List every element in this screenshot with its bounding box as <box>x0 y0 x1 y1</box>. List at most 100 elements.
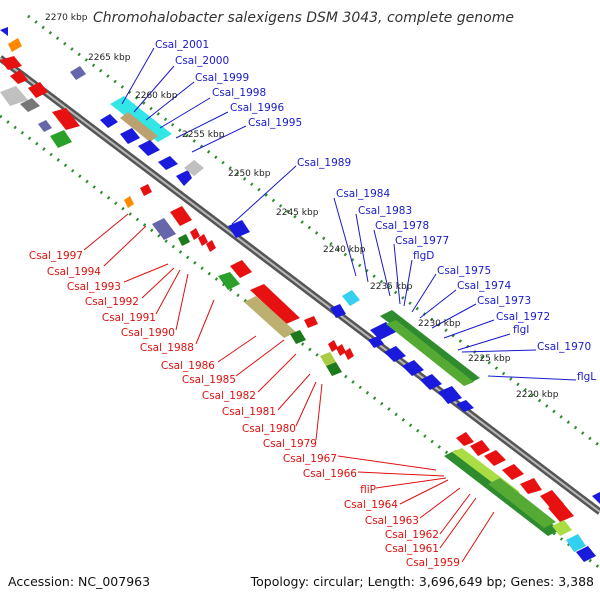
gene-label: Csal_1959 <box>406 557 460 569</box>
tick-label: 2255 kbp <box>182 130 225 140</box>
gene-arrow <box>0 56 22 70</box>
gene-label: Csal_1999 <box>195 72 249 84</box>
gene-label: Csal_1977 <box>395 235 449 247</box>
gene-arrow <box>484 450 506 466</box>
gene-labels-forward: Csal_2001 Csal_2000 Csal_1999 Csal_1998 … <box>155 39 596 383</box>
gene-label: Csal_1992 <box>85 296 139 308</box>
gene-arrow <box>110 96 172 142</box>
gene-label: Csal_1974 <box>457 280 511 292</box>
gene-label: Csal_1975 <box>437 265 491 277</box>
gene-arrow <box>152 218 176 240</box>
gene-label: Csal_1979 <box>263 438 317 450</box>
gene-label: Csal_1967 <box>283 453 337 465</box>
tick-label: 2235 kbp <box>370 282 413 292</box>
gene-label: Csal_1961 <box>385 543 439 555</box>
tick-label: 2225 kbp <box>468 354 511 364</box>
gene-arrow <box>50 130 72 148</box>
gene-arrow <box>0 86 28 106</box>
tick-label: 2240 kbp <box>323 245 366 255</box>
gene-label: Csal_1981 <box>222 406 276 418</box>
gene-arrow <box>198 234 208 246</box>
gene-label: Csal_1966 <box>303 468 357 480</box>
genome-summary-text: Topology: circular; Length: 3,696,649 bp… <box>250 574 594 589</box>
gene-label: Csal_1982 <box>202 390 256 402</box>
gene-label: Csal_1991 <box>102 312 156 324</box>
gene-arrow <box>230 260 252 278</box>
gene-arrow <box>576 546 596 562</box>
gene-arrow <box>548 502 574 522</box>
gene-arrow <box>38 120 52 132</box>
gene-arrow <box>206 240 216 252</box>
gene-arrow <box>250 284 300 324</box>
gene-label: Csal_1997 <box>29 250 83 262</box>
accession-text: Accession: NC_007963 <box>8 574 150 589</box>
gene-arrow <box>368 336 384 348</box>
gene-label: Csal_1994 <box>47 266 101 278</box>
gene-label: Csal_1986 <box>161 360 215 372</box>
gene-arrow <box>138 140 160 156</box>
gene-arrow <box>8 38 22 52</box>
gene-arrow <box>218 272 240 290</box>
gene-arrow <box>124 196 134 208</box>
leader-lines-forward <box>121 47 577 381</box>
gene-label: fliP <box>360 484 376 496</box>
gene-label: Csal_1985 <box>182 374 236 386</box>
gene-arrow <box>336 344 346 356</box>
chromosome-backbone <box>0 55 600 515</box>
gene-label: Csal_1962 <box>385 529 439 541</box>
gene-label: Csal_1989 <box>297 157 351 169</box>
gene-label: Csal_1964 <box>344 499 398 511</box>
gene-arrow <box>342 290 360 306</box>
gene-arrow <box>592 492 600 504</box>
gene-arrow <box>52 108 80 130</box>
gene-arrow <box>326 362 342 376</box>
gene-label: Csal_2001 <box>155 39 209 51</box>
gene-arrow <box>420 374 442 390</box>
gene-label: Csal_1995 <box>248 117 302 129</box>
gene-arrow <box>386 320 474 386</box>
tick-label: 2265 kbp <box>88 53 131 63</box>
gene-arrow <box>344 348 354 360</box>
gene-label: Csal_1978 <box>375 220 429 232</box>
gene-arrow <box>10 70 28 84</box>
gene-arrow <box>456 400 474 412</box>
gene-arrow <box>488 478 556 528</box>
gene-label: Csal_1970 <box>537 341 591 353</box>
gene-label: Csal_1980 <box>242 423 296 435</box>
tick-label: 2250 kbp <box>228 169 271 179</box>
gene-arrow <box>566 534 586 552</box>
gene-arrow <box>190 228 200 240</box>
gene-arrow <box>120 128 140 144</box>
leader-lines-reverse <box>83 213 495 563</box>
tick-label: 2245 kbp <box>276 208 319 218</box>
gene-label: flgL <box>577 371 596 383</box>
gene-arrow <box>384 346 406 362</box>
gene-label: Csal_1973 <box>477 295 531 307</box>
gene-arrow <box>290 330 306 344</box>
gene-label: Csal_1996 <box>230 102 284 114</box>
gene-arrow <box>328 340 338 352</box>
gene-arrow <box>552 520 572 536</box>
gene-arrow <box>20 98 40 112</box>
forward-features <box>0 27 596 562</box>
gene-arrow <box>70 66 86 80</box>
gene-arrow <box>140 184 152 196</box>
gene-arrow <box>28 82 48 98</box>
map-title: Chromohalobacter salexigens DSM 3043, co… <box>93 10 514 26</box>
gene-label: Csal_1993 <box>67 281 121 293</box>
gene-arrow <box>244 296 296 338</box>
gene-arrow <box>158 156 178 170</box>
gene-arrow <box>100 114 118 128</box>
gene-arrow <box>456 432 474 446</box>
gene-arrow <box>184 160 204 176</box>
tick-label: 2260 kbp <box>135 91 178 101</box>
gene-arrow <box>0 27 8 36</box>
gene-label: Csal_1988 <box>140 342 194 354</box>
gene-arrow <box>176 170 192 186</box>
tick-labels: 2270 kbp 2265 kbp 2260 kbp 2255 kbp 2250… <box>45 13 559 400</box>
gene-label: Csal_2000 <box>175 55 229 67</box>
gene-arrow <box>402 360 424 376</box>
gene-arrow <box>170 206 192 226</box>
gene-arrow <box>470 440 490 456</box>
